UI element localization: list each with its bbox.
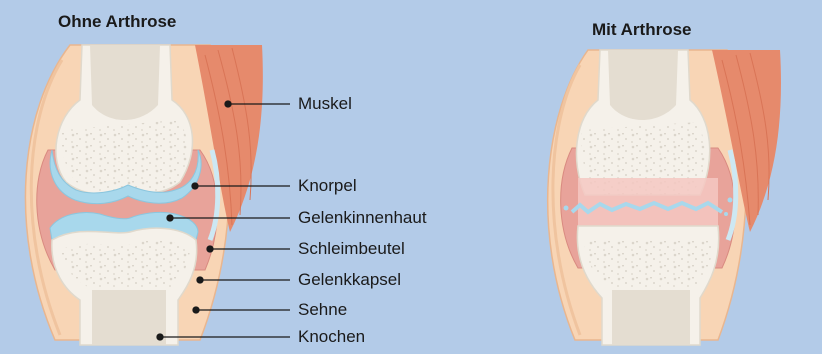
joint-healthy <box>25 45 262 345</box>
label-knochen: Knochen <box>298 327 365 347</box>
joint-arthrosis <box>548 50 781 345</box>
label-muskel: Muskel <box>298 94 352 114</box>
label-gelenkinnenhaut: Gelenkinnenhaut <box>298 208 427 228</box>
label-schleimbeutel: Schleimbeutel <box>298 239 405 259</box>
label-knorpel: Knorpel <box>298 176 357 196</box>
label-gelenkkapsel: Gelenkkapsel <box>298 270 401 290</box>
label-sehne: Sehne <box>298 300 347 320</box>
